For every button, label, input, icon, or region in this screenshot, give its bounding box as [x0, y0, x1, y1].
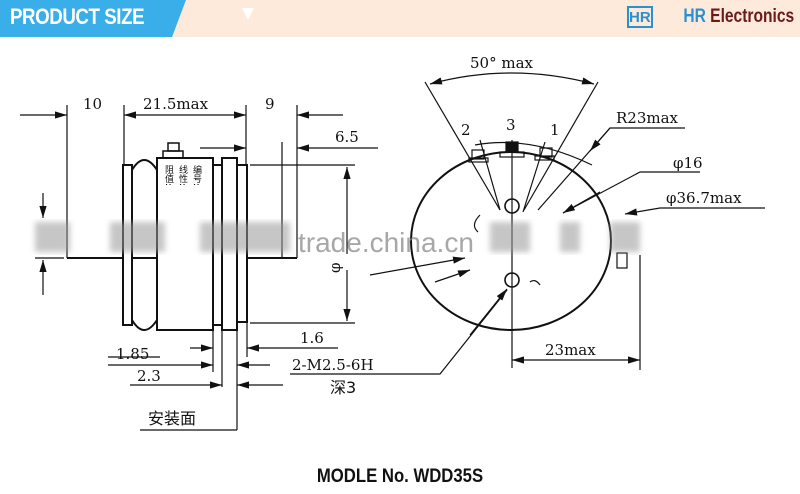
svg-text:23max: 23max — [545, 341, 596, 359]
svg-text:R23max: R23max — [616, 109, 679, 127]
product-drawing: 10 21.5max 9 6.5 1.6 1.85 2.3 φ 安装面 阻值: … — [20, 54, 765, 431]
svg-text:编号:: 编号: — [191, 164, 202, 186]
svg-text:21.5max: 21.5max — [143, 95, 209, 113]
svg-text:1: 1 — [550, 121, 560, 139]
side-view-labels: 10 21.5max 9 6.5 1.6 1.85 2.3 φ 安装面 阻值: … — [83, 95, 359, 428]
svg-text:安装面: 安装面 — [148, 409, 196, 428]
svg-text:1.6: 1.6 — [300, 329, 324, 347]
logo-mark: HR — [626, 6, 653, 28]
svg-text:φ: φ — [326, 262, 344, 273]
svg-text:线性:: 线性: — [177, 164, 188, 186]
logo-text: HR Electronics — [683, 6, 794, 27]
model-number: MODLE No. WDD35S — [316, 466, 484, 487]
svg-text:3: 3 — [506, 116, 516, 134]
svg-text:φ36.7max: φ36.7max — [666, 189, 742, 207]
front-view-labels: 50° max 2 3 1 R23max φ16 φ36.7max 23max … — [292, 54, 742, 397]
svg-text:10: 10 — [83, 95, 102, 113]
side-view — [20, 105, 378, 431]
svg-text:深3: 深3 — [330, 378, 356, 397]
svg-text:φ16: φ16 — [673, 154, 703, 172]
svg-text:阻值:: 阻值: — [163, 165, 174, 186]
svg-text:6.5: 6.5 — [335, 128, 359, 146]
svg-text:9: 9 — [265, 95, 275, 113]
svg-text:50° max: 50° max — [470, 54, 534, 72]
header-banner: PRODUCT SIZE HR HR Electronics — [0, 0, 800, 37]
svg-text:trade.china.cn: trade.china.cn — [298, 227, 474, 258]
svg-text:2.3: 2.3 — [137, 367, 161, 385]
svg-text:1.85: 1.85 — [116, 345, 149, 363]
banner-shape — [0, 0, 254, 37]
watermark: trade.china.cn — [35, 222, 640, 258]
section-title: PRODUCT SIZE — [10, 4, 145, 29]
triangle-down-icon — [242, 8, 254, 20]
front-view — [290, 72, 765, 375]
brand-logo: HR HR Electronics — [626, 6, 794, 28]
svg-text:2-M2.5-6H: 2-M2.5-6H — [292, 356, 374, 374]
svg-text:2: 2 — [461, 121, 471, 139]
